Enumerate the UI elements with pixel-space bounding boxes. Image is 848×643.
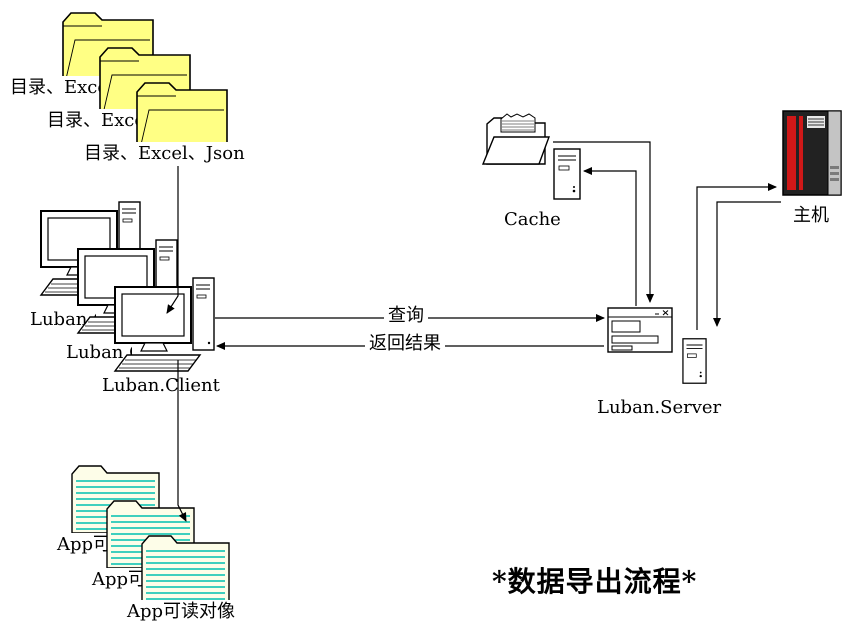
client-label: Luban.Client — [28, 308, 96, 332]
host-label: 主机 — [791, 204, 831, 228]
client-label: Luban.Client — [64, 341, 132, 365]
output-folder-label: App可读对像 — [125, 600, 238, 624]
output-folder-icon — [138, 531, 233, 609]
server-tower-icon — [681, 337, 708, 385]
source-folder-label: 目录、Excel、Json — [82, 142, 247, 166]
source-folder-label: 目录、Excel、Json — [8, 76, 100, 100]
edge-query-label: 查询 — [384, 304, 428, 328]
client-label: Luban.Client — [100, 374, 222, 398]
client-workstation-icon — [106, 275, 218, 373]
edge-server-to-host — [696, 183, 777, 330]
host-mainframe-icon — [781, 108, 845, 198]
server-label: Luban.Server — [595, 396, 724, 420]
diagram-title: *数据导出流程* — [492, 565, 698, 598]
server-window-icon — [607, 307, 673, 353]
cache-server-tower-icon — [552, 147, 582, 201]
source-folder-label: 目录、Excel、Json — [45, 109, 137, 133]
cache-folder-icon — [481, 112, 553, 170]
edge-host-to-server — [713, 201, 781, 327]
cache-label: Cache — [502, 208, 563, 232]
output-folder-label: App可读对像 — [90, 568, 150, 592]
output-folder-label: App可读对像 — [55, 533, 115, 557]
edge-server-to-cache — [583, 167, 637, 306]
edge-result-label: 返回结果 — [365, 332, 445, 356]
